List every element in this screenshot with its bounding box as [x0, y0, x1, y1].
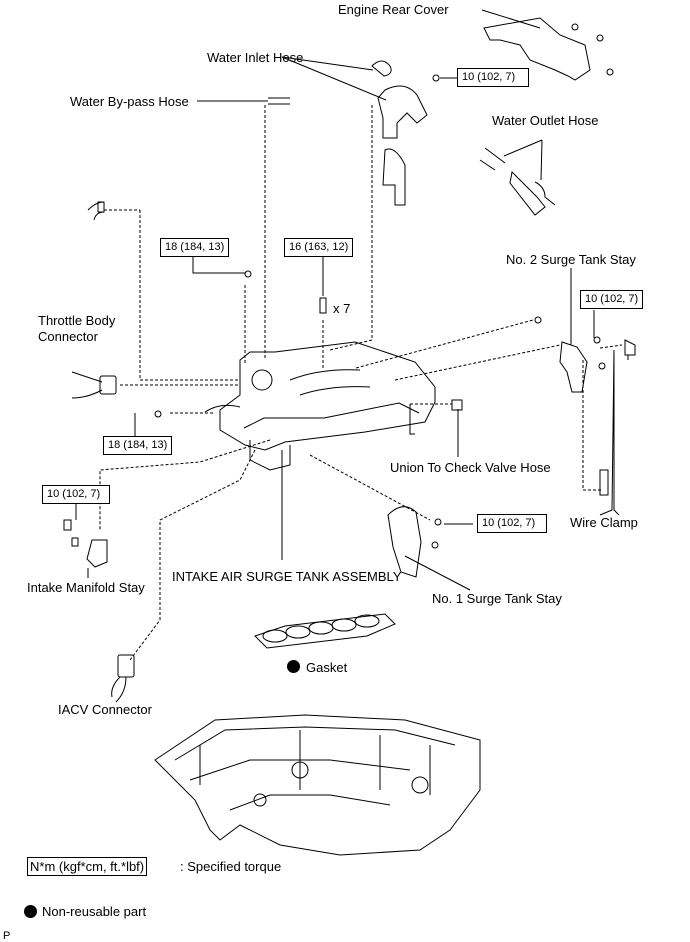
- torque-spec-intake-manifold-stay-bolt: 10 (102, 7): [42, 485, 110, 504]
- label-bolt-quantity: x 7: [333, 301, 351, 316]
- intake-air-surge-tank-assembly-part: [204, 341, 463, 471]
- torque-spec-water-inlet-bolt: 10 (102, 7): [457, 68, 529, 87]
- label-water-outlet-hose: Water Outlet Hose: [492, 113, 599, 128]
- engine-rear-cover-part: [483, 17, 614, 81]
- wire-clamp-part: [599, 469, 609, 496]
- non-reusable-icon: [287, 660, 300, 673]
- label-intake-manifold-stay: Intake Manifold Stay: [27, 580, 145, 595]
- label-intake-air-surge-tank-assembly: INTAKE AIR SURGE TANK ASSEMBLY: [172, 569, 402, 584]
- label-water-bypass-hose: Water By-pass Hose: [70, 94, 189, 109]
- label-iacv-connector: IACV Connector: [58, 702, 152, 717]
- label-wire-clamp: Wire Clamp: [570, 515, 638, 530]
- label-throttle-body-connector-line2: Connector: [38, 329, 98, 344]
- throttle-body-connector-part: [71, 371, 117, 399]
- label-engine-rear-cover: Engine Rear Cover: [338, 2, 449, 17]
- no2-surge-tank-stay-part: [559, 339, 636, 516]
- water-inlet-hose-part: [371, 60, 440, 206]
- water-outlet-hose-part: [479, 147, 556, 216]
- torque-spec-no2-stay-bolt: 10 (102, 7): [580, 290, 644, 309]
- label-union-to-check-valve-hose: Union To Check Valve Hose: [390, 460, 551, 475]
- bolt-parts: [63, 270, 606, 549]
- gasket-part: [254, 613, 396, 649]
- label-water-inlet-hose: Water Inlet Hose: [207, 50, 304, 65]
- legend-torque-description: : Specified torque: [180, 859, 282, 874]
- label-throttle-body-connector-line1: Throttle Body: [38, 313, 116, 328]
- torque-spec-lower-left-bolt: 18 (184, 13): [103, 436, 173, 455]
- legend-torque-unit-box: N*m (kgf*cm, ft.*lbf): [27, 857, 148, 876]
- torque-spec-center-bolts: 16 (163, 12): [284, 238, 354, 257]
- engine-part: [154, 714, 481, 856]
- iacv-connector-part: [111, 654, 135, 703]
- alignment-lines: [99, 105, 623, 661]
- intake-manifold-stay-part: [86, 539, 108, 568]
- legend-non-reusable-icon: [24, 905, 37, 918]
- no1-surge-tank-stay-part: [387, 506, 422, 578]
- leader-lines: [75, 9, 615, 591]
- torque-spec-no1-stay-bolt: 10 (102, 7): [477, 514, 547, 533]
- label-no2-surge-tank-stay: No. 2 Surge Tank Stay: [506, 252, 636, 267]
- footer-code: P: [3, 930, 11, 942]
- torque-spec-upper-left-bolt: 18 (184, 13): [160, 238, 230, 257]
- legend-non-reusable-description: Non-reusable part: [42, 904, 147, 919]
- water-bypass-hose-part: [87, 97, 290, 221]
- label-gasket: Gasket: [306, 660, 348, 675]
- label-no1-surge-tank-stay: No. 1 Surge Tank Stay: [432, 591, 562, 606]
